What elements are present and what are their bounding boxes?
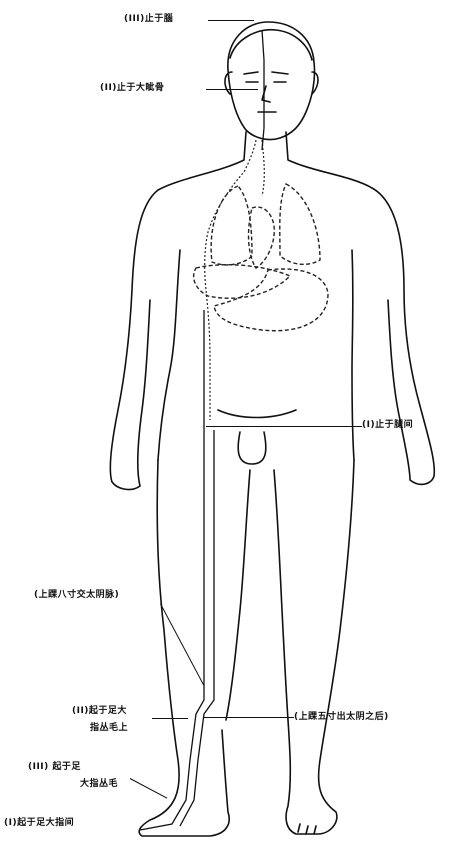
heart <box>249 207 275 268</box>
leader-nose <box>206 89 258 90</box>
label-foot: (I)起于足大指间 <box>4 818 74 829</box>
head-outline <box>228 22 315 140</box>
leader-head <box>208 20 254 21</box>
hair-line <box>230 30 312 60</box>
right-leg-inner <box>274 470 288 720</box>
torso-left <box>158 250 180 460</box>
genitals <box>238 432 266 464</box>
label-toe-a: (III) 起于足 <box>28 762 81 773</box>
torso-right <box>352 250 354 460</box>
neck-left <box>158 132 246 190</box>
left-arm <box>110 190 158 489</box>
label-nose: (II)止于大眦骨 <box>100 83 164 94</box>
stomach <box>214 269 328 331</box>
label-thigh: (上踝八寸交太阴脉) <box>34 590 119 601</box>
toes <box>298 824 316 834</box>
leader-groin <box>206 426 362 427</box>
leader-ankle <box>152 718 188 719</box>
nose <box>262 86 270 102</box>
neck-right <box>286 132 372 188</box>
label-ankle-a: (II)起于足大 <box>72 706 127 717</box>
label-toe-b: 大指丛毛 <box>80 779 118 790</box>
left-lung <box>211 186 252 265</box>
leader-calf <box>204 717 294 718</box>
label-head: (III)止于腦 <box>124 14 173 25</box>
abdomen-line <box>218 410 296 418</box>
right-lung <box>280 184 320 264</box>
eyebrows <box>244 72 288 74</box>
label-ankle-b: 指丛毛上 <box>90 723 128 734</box>
vessel-upper-left <box>205 140 256 420</box>
right-leg-outer <box>286 460 354 834</box>
right-arm <box>372 188 434 484</box>
label-groin: (I)止于腿间 <box>362 420 413 431</box>
left-leg-inner <box>226 470 250 720</box>
label-calf: (上踝五寸出太阴之后) <box>294 712 389 723</box>
